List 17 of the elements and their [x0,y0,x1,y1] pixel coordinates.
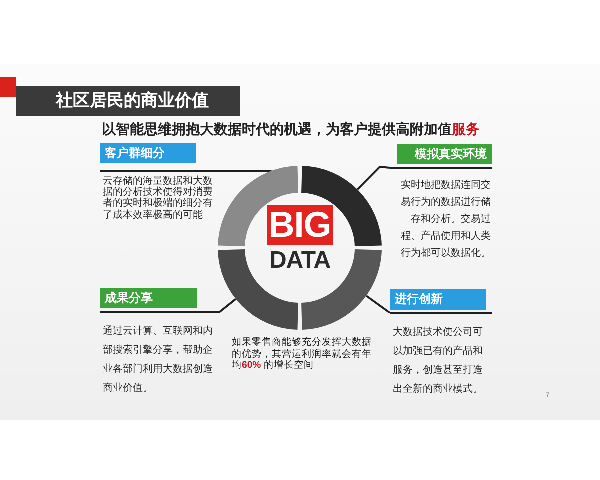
leader-line [366,295,391,314]
leader-line [219,298,237,313]
leader-line [220,170,272,172]
headline-text: DATA [268,247,332,275]
description-text: 实时地把数据连同交易行为的数据进行储存和分析。交易过程、产品使用和人类行为都可以数据化。 [400,178,492,261]
description-text: 大数据技术使公司可以加强已有的产品和服务，创造甚至打造出全新的商业模式。 [392,326,484,397]
leader-line [356,166,390,190]
headline-block: BIG [267,205,333,245]
section-heading: 进行创新 [390,289,486,310]
title-banner: 社区居民的商业价值 [16,86,240,116]
subtitle-text: 以智能思维拥抱大数据时代的机遇，为客户提供高附加值服务 [102,120,480,138]
section-heading: 客户群细分 [100,143,196,163]
description-text: 云存储的海量数据和大数据的分析技术使得对消费者的实时和极端的细分有了成本效率极高的可能 [102,176,214,221]
section-heading: 成果分享 [100,288,197,308]
description-text: 通过云计算、互联网和内部搜索引擎分享，帮助企业各部门利用大数据创造商业价值。 [102,324,214,396]
section-heading: 模拟真实环境 [397,144,492,164]
note-text: 如果零售商能够充分发挥大数据的优势，其营运利润率就会有年均60% 的增长空间 [232,337,373,372]
